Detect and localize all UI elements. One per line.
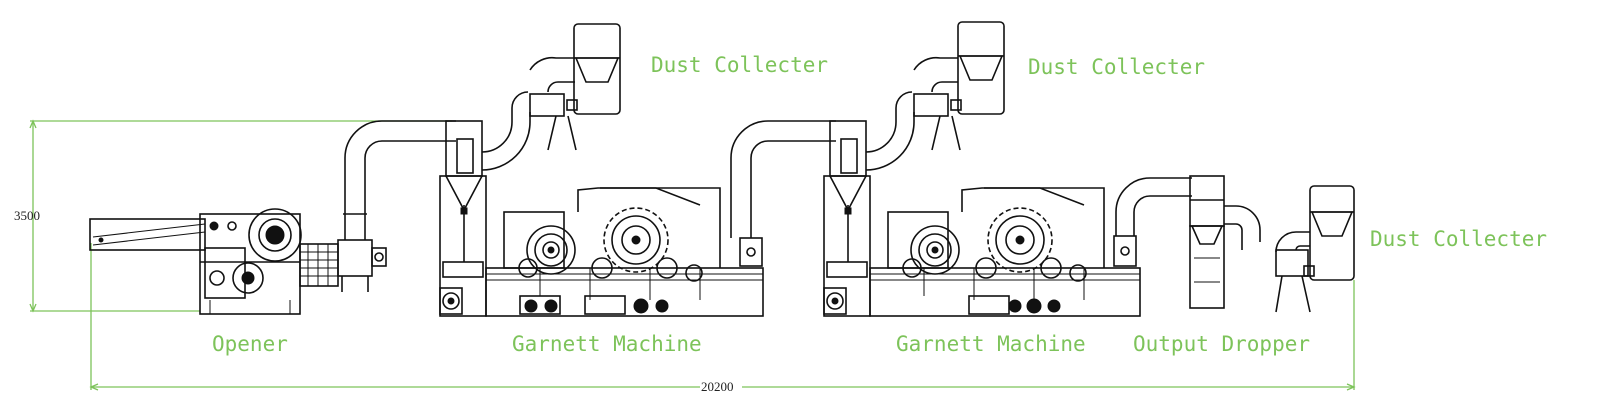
garnett-machine-2-label: Garnett Machine (896, 332, 1086, 356)
opener-fan-duct (337, 120, 456, 292)
dust-collector-1-unit (481, 23, 621, 171)
dust-collector-2-label: Dust Collecter (1028, 55, 1205, 79)
dust-collector-1-label: Dust Collecter (651, 53, 828, 77)
opener-label: Opener (212, 332, 288, 356)
dust-collector-3-label: Dust Collecter (1370, 227, 1547, 251)
opener-machine (89, 208, 339, 315)
length-dimension: 20200 (89, 243, 1356, 394)
garnett-machine-1-label: Garnett Machine (512, 332, 702, 356)
garnett-machine-1 (439, 120, 836, 317)
height-dimension-value: 3500 (14, 208, 40, 223)
length-dimension-value: 20200 (701, 379, 734, 394)
output-dropper-label: Output Dropper (1133, 332, 1310, 356)
garnett-machine-2 (823, 120, 1141, 317)
dust-collector-3-unit (1275, 185, 1355, 313)
output-dropper-unit (1115, 175, 1261, 309)
dust-collector-2-unit (865, 21, 1005, 171)
